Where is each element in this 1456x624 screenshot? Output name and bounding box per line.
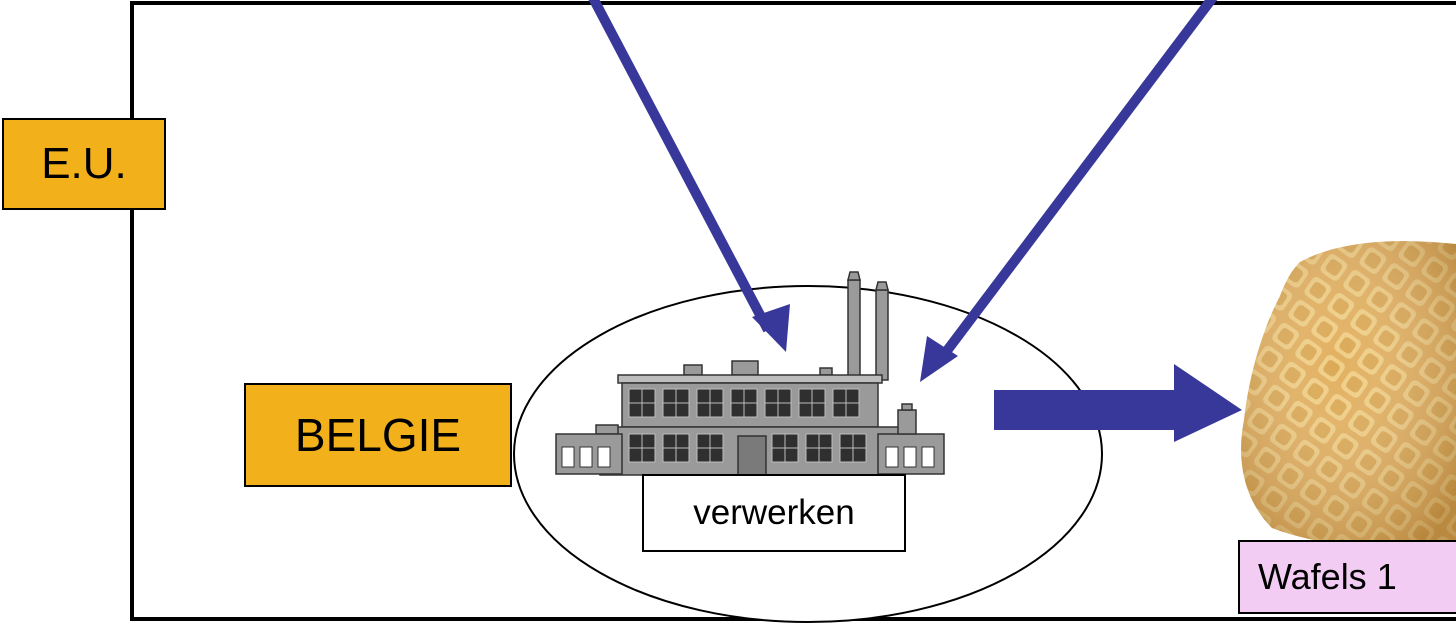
verwerken-label: verwerken bbox=[642, 474, 906, 552]
output-arrow bbox=[994, 364, 1242, 442]
eu-label: E.U. bbox=[2, 118, 166, 210]
belgie-label: BELGIE bbox=[244, 383, 512, 487]
waffle-image bbox=[1241, 241, 1456, 550]
input-arrow-left bbox=[588, 0, 790, 352]
input-arrow-right bbox=[920, 0, 1218, 382]
factory-icon bbox=[555, 271, 945, 476]
wafels-label: Wafels 1 bbox=[1238, 540, 1456, 614]
